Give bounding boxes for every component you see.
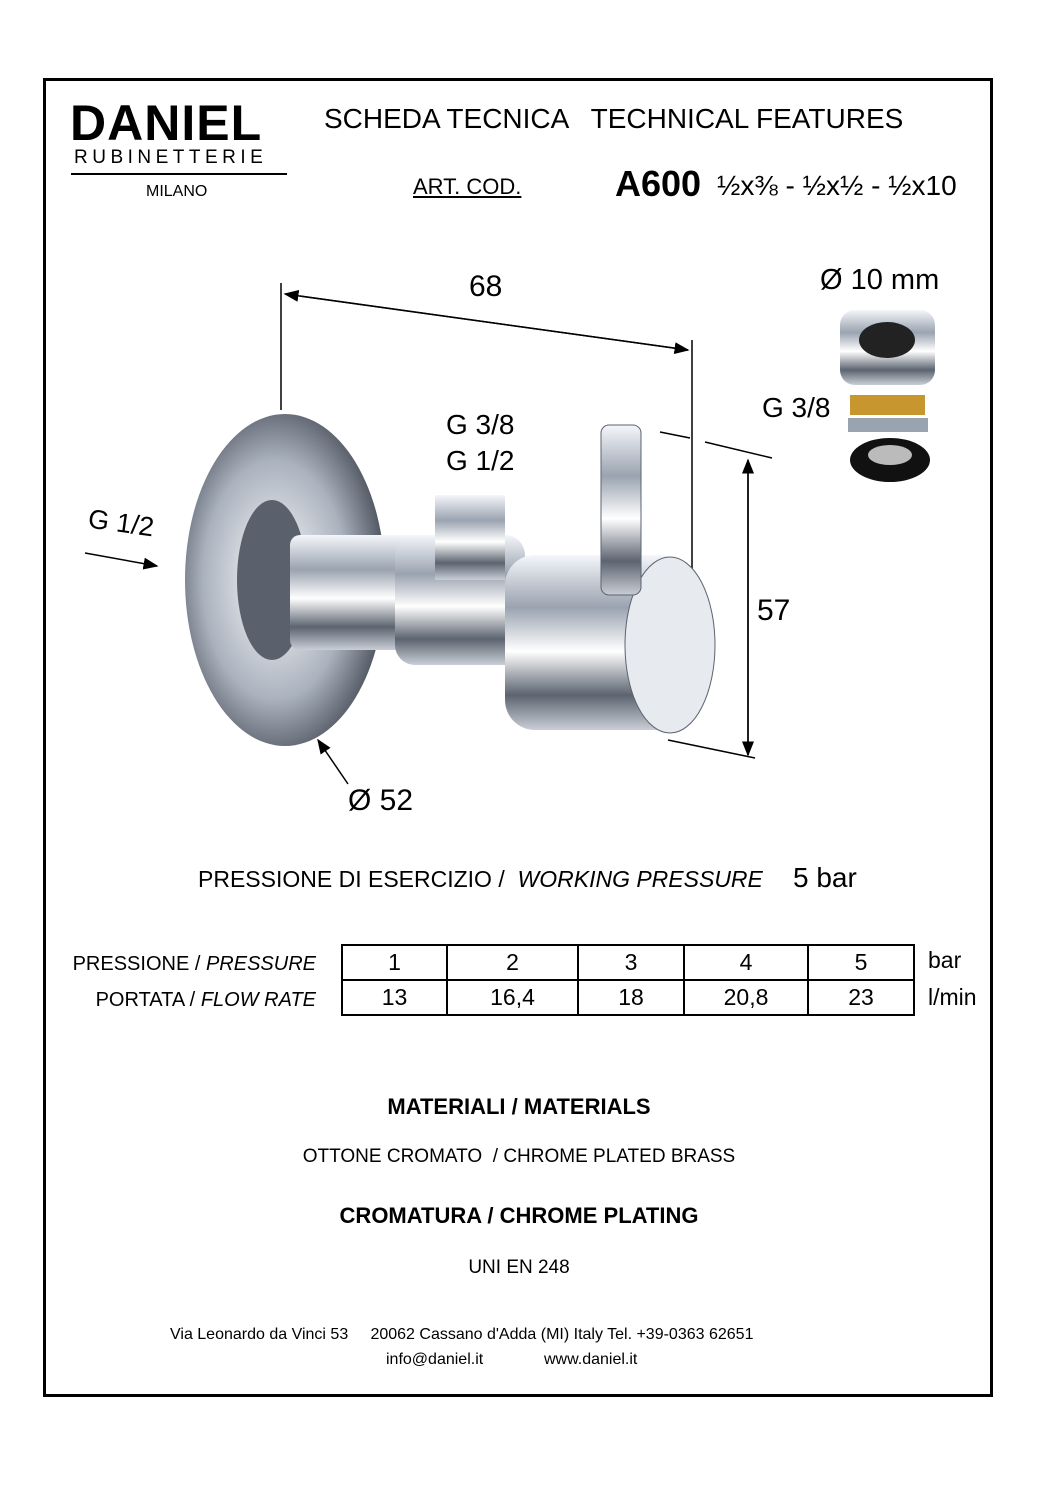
brand-logo: DANIEL — [70, 95, 263, 151]
footer-email[interactable]: info@daniel.it — [386, 1351, 484, 1368]
logo-divider — [71, 173, 287, 175]
article-sizes: ½x⅜ - ½x½ - ½x10 — [717, 170, 957, 201]
working-pressure-value: 5 bar — [793, 862, 857, 893]
materials-heading: MATERIALI / MATERIALS — [387, 1094, 651, 1119]
table-cell: 5 — [807, 944, 915, 981]
table-cell: 4 — [683, 944, 809, 981]
flow-unit: l/min — [928, 984, 977, 1010]
outlet-thread-label-2: G 1/2 — [446, 445, 515, 476]
flow-table: 1 2 3 4 5 13 16,4 18 20,8 23 — [341, 944, 915, 1016]
plating-value: UNI EN 248 — [468, 1257, 570, 1278]
brand-city: MILANO — [146, 183, 208, 200]
valve-drawing — [84, 283, 935, 785]
pressure-unit: bar — [928, 947, 962, 973]
art-cod-label: ART. COD. — [413, 174, 522, 199]
flow-row-label: PORTATA / FLOW RATE — [95, 989, 316, 1011]
footer-website[interactable]: www.daniel.it — [544, 1351, 638, 1368]
working-pressure-label: PRESSIONE DI ESERCIZIO / WORKING PRESSUR… — [198, 866, 763, 892]
fitting-thread-label: G 3/8 — [762, 392, 831, 423]
table-cell: 3 — [577, 944, 685, 981]
article-code: A600 — [615, 163, 702, 204]
footer-address: Via Leonardo da Vinci 53 20062 Cassano d… — [170, 1326, 754, 1343]
table-cell: 18 — [577, 979, 685, 1016]
table-row-flow: 13 16,4 18 20,8 23 — [341, 979, 915, 1016]
plating-heading: CROMATURA / CHROME PLATING — [339, 1203, 699, 1228]
table-cell: 16,4 — [446, 979, 579, 1016]
dim-height: 57 — [757, 594, 791, 627]
pressure-row-label: PRESSIONE / PRESSURE — [72, 953, 316, 975]
dim-flange-diameter: Ø 52 — [348, 784, 414, 817]
page-frame — [43, 78, 993, 1397]
table-cell: 1 — [341, 944, 448, 981]
brand-subtitle: RUBINETTERIE — [74, 147, 268, 168]
table-row-pressure: 1 2 3 4 5 — [341, 944, 915, 981]
outlet-thread-label-1: G 3/8 — [446, 409, 515, 440]
dim-length: 68 — [469, 270, 503, 303]
table-cell: 20,8 — [683, 979, 809, 1016]
page-title: SCHEDA TECNICA TECHNICAL FEATURES — [324, 103, 904, 134]
fitting-diameter-label: Ø 10 mm — [820, 264, 940, 296]
table-cell: 13 — [341, 979, 448, 1016]
table-cell: 23 — [807, 979, 915, 1016]
table-cell: 2 — [446, 944, 579, 981]
materials-value: OTTONE CROMATO / CHROME PLATED BRASS — [302, 1146, 736, 1167]
